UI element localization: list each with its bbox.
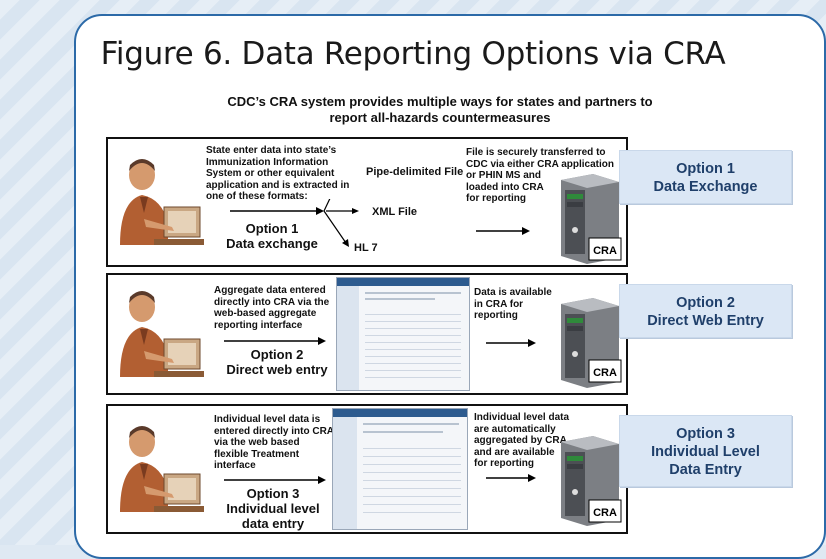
option2-label: Option 2 Direct web entry (226, 347, 328, 377)
cra-server-icon: CRA (561, 436, 622, 526)
option1-badge: Option 1 Data Exchange (619, 150, 792, 204)
option2-left-text: Aggregate data entered directly into CRA… (214, 285, 330, 331)
person-at-computer-icon (120, 426, 204, 512)
format-xml: XML File (372, 206, 418, 218)
option3-left-text: Individual level data is entered directl… (214, 414, 335, 471)
option1-left-text: State enter data into state’s Immunizati… (206, 145, 350, 202)
figure-subtitle: CDC’s CRA system provides multiple ways … (120, 94, 760, 126)
cra-label: CRA (593, 245, 617, 257)
option2-transfer-arrow (486, 339, 536, 347)
treatment-interface-screenshot (332, 408, 468, 530)
option1-right-text: File is securely transferred to CDC via … (466, 147, 614, 204)
cra-server-icon: CRA (561, 298, 622, 388)
figure-title: Figure 6. Data Reporting Options via CRA (100, 36, 726, 72)
cra-server-icon: CRA (561, 174, 622, 264)
option3-panel: Individual level data is entered directl… (106, 404, 628, 534)
option3-badge: Option 3 Individual Level Data Entry (619, 415, 792, 487)
format-hl7: HL 7 (354, 242, 378, 254)
cra-label: CRA (593, 507, 617, 519)
option2-badge: Option 2 Direct Web Entry (619, 284, 792, 338)
option3-transfer-arrow (486, 474, 536, 482)
option1-transfer-arrow (476, 227, 530, 235)
person-at-computer-icon (120, 291, 204, 377)
subtitle-line1: CDC’s CRA system provides multiple ways … (227, 94, 653, 109)
person-at-computer-icon (120, 159, 204, 245)
cra-label: CRA (593, 367, 617, 379)
option2-right-text: Data is available in CRA for reporting (474, 287, 552, 321)
option2-arrow (224, 337, 326, 345)
option2-panel: Aggregate data entered directly into CRA… (106, 273, 628, 395)
option3-arrow (224, 476, 326, 484)
option1-panel: State enter data into state’s Immunizati… (106, 137, 628, 267)
option3-right-text: Individual level data are automatically … (474, 412, 570, 469)
aggregate-interface-screenshot (336, 277, 470, 391)
format-pipe-delimited: Pipe-delimited File (366, 166, 464, 178)
option1-arrows (230, 199, 359, 247)
option3-label: Option 3 Individual level data entry (226, 486, 320, 531)
subtitle-line2: report all-hazards countermeasures (329, 110, 551, 125)
option1-label: Option 1 Data exchange (226, 221, 318, 251)
